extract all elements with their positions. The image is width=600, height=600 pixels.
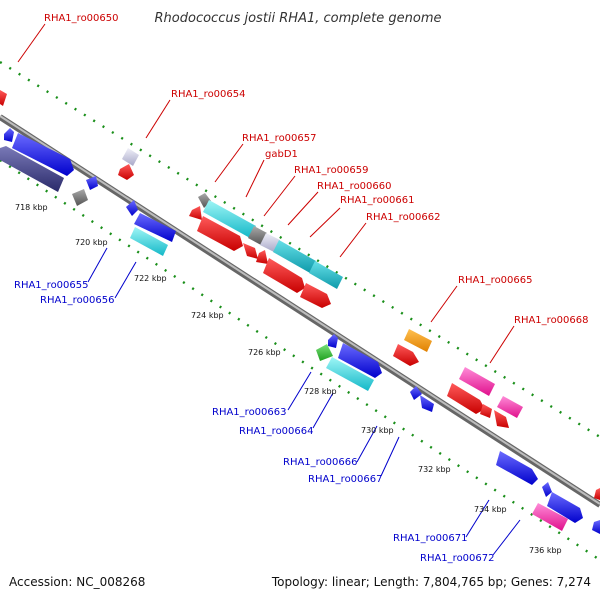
accession-text: Accession: NC_008268 (9, 575, 145, 589)
tick-label: 734 kbp (474, 505, 507, 514)
gene-label[interactable]: RHA1_ro00661 (340, 195, 415, 206)
gene-label[interactable]: gabD1 (265, 149, 298, 160)
gene-red-6 (300, 283, 331, 308)
gene-blue-arrow-4 (328, 334, 338, 348)
gene-features-lower (0, 128, 600, 534)
gene-ro00665 (404, 329, 432, 352)
gene-ro00655 (134, 213, 176, 242)
gene-ro00668b (497, 396, 523, 418)
tick-label: 718 kbp (15, 203, 48, 212)
gene-label[interactable]: RHA1_ro00656 (40, 295, 115, 306)
tick-label: 728 kbp (304, 387, 337, 396)
gene-label[interactable]: RHA1_ro00660 (317, 181, 392, 192)
gene-label[interactable]: RHA1_ro00657 (242, 133, 317, 144)
scale-ticks: 718 kbp 720 kbp 722 kbp 724 kbp 726 kbp … (15, 203, 562, 555)
gene-ro00663 (316, 344, 333, 361)
gene-label[interactable]: RHA1_ro00659 (294, 165, 369, 176)
gene-label[interactable]: RHA1_ro00666 (283, 457, 358, 468)
gene-ro00660 (260, 233, 280, 252)
gene-label[interactable]: RHA1_ro00654 (171, 89, 246, 100)
gene-blue-arrow-1 (4, 128, 14, 142)
gene-label[interactable]: RHA1_ro00650 (44, 13, 119, 24)
gene-red-8 (447, 383, 485, 414)
gene-ro00650 (0, 90, 7, 106)
tick-label: 724 kbp (191, 311, 224, 320)
gene-blue-arrow-2 (86, 176, 98, 190)
gene-blue-1 (12, 133, 74, 176)
gene-ro00659 (248, 226, 267, 245)
gene-ro00662 (309, 261, 343, 289)
gene-red-4 (256, 250, 268, 264)
gene-label[interactable]: RHA1_ro00664 (239, 426, 314, 437)
tick-label: 730 kbp (361, 426, 394, 435)
gene-label[interactable]: RHA1_ro00671 (393, 533, 468, 544)
gene-label[interactable]: RHA1_ro00672 (420, 553, 495, 564)
callouts-bottom (87, 247, 521, 556)
gene-label[interactable]: RHA1_ro00667 (308, 474, 383, 485)
gene-red-5 (263, 258, 305, 293)
gene-red-7 (393, 344, 419, 366)
gene-ro00667 (420, 395, 434, 412)
gene-gray-1 (72, 189, 88, 206)
gene-blue-3 (496, 451, 538, 485)
gene-ro00664 (326, 357, 374, 391)
gene-ro00661 (273, 240, 316, 273)
gene-features-upper (0, 90, 600, 500)
gene-label[interactable]: RHA1_ro00668 (514, 315, 589, 326)
dotted-guide-upper (0, 60, 600, 439)
gene-ro00654a (122, 148, 139, 166)
gene-blue-4 (547, 492, 583, 523)
callouts-top (17, 23, 515, 364)
gene-gabD1 (203, 200, 256, 238)
genome-backbone-highlight (0, 115, 600, 505)
tick-label: 720 kbp (75, 238, 108, 247)
gene-labels-bottom: RHA1_ro00655 RHA1_ro00656 RHA1_ro00663 R… (14, 280, 495, 564)
gene-blue-2 (338, 343, 382, 378)
tick-label: 732 kbp (418, 465, 451, 474)
gene-ro00671 (542, 482, 552, 497)
tick-label: 726 kbp (248, 348, 281, 357)
gene-red-1 (189, 206, 202, 220)
gene-blue-5 (592, 520, 600, 534)
gene-red-2 (197, 216, 243, 251)
gene-dark-1 (0, 146, 64, 192)
gene-ro00654b (118, 164, 134, 180)
gene-blue-arrow-3 (126, 200, 138, 216)
gene-ro00672 (532, 503, 568, 531)
dotted-guide-lower (0, 159, 600, 561)
gene-labels-top: RHA1_ro00650 RHA1_ro00654 RHA1_ro00657 g… (44, 13, 589, 326)
tick-label: 736 kbp (529, 546, 562, 555)
gene-red-3 (243, 243, 258, 259)
gene-ro00668a (459, 367, 495, 396)
gene-red-10 (494, 410, 509, 428)
gene-ro00656 (130, 227, 168, 256)
gene-red-11 (594, 488, 600, 500)
gene-label[interactable]: RHA1_ro00662 (366, 212, 441, 223)
gene-label[interactable]: RHA1_ro00655 (14, 280, 89, 291)
gene-ro00666 (410, 386, 422, 400)
tick-label: 722 kbp (134, 274, 167, 283)
genome-summary-text: Topology: linear; Length: 7,804,765 bp; … (271, 575, 591, 589)
gene-red-9 (480, 404, 492, 418)
gene-label[interactable]: RHA1_ro00663 (212, 407, 287, 418)
gene-label[interactable]: RHA1_ro00665 (458, 275, 533, 286)
map-title: Rhodococcus jostii RHA1, complete genome (155, 11, 442, 26)
